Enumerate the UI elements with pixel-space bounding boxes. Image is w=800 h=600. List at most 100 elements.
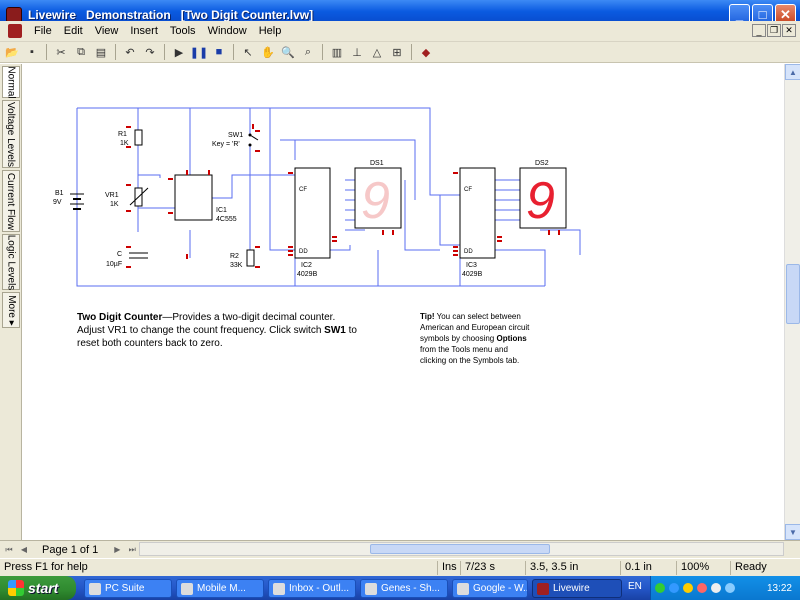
- last-page-icon[interactable]: ⏭: [128, 544, 136, 554]
- vertical-scrollbar[interactable]: ▲ ▼: [784, 64, 800, 540]
- hand-icon[interactable]: ✋: [261, 46, 275, 59]
- ic1-555[interactable]: [174, 174, 213, 221]
- tray-security-icon[interactable]: [683, 583, 693, 593]
- description-line2b: to change the count frequency. Click swi…: [127, 325, 325, 336]
- measure-icon[interactable]: ⊥: [352, 46, 362, 59]
- scroll-down-icon[interactable]: ▼: [785, 524, 800, 540]
- ic1-label: IC1: [216, 207, 227, 214]
- task-livewire[interactable]: Livewire: [532, 579, 622, 598]
- pointer-icon[interactable]: ↖: [243, 46, 253, 59]
- document-icon[interactable]: [8, 24, 22, 38]
- tray-volume-icon[interactable]: [711, 583, 721, 593]
- description-vr1: VR1: [107, 325, 128, 336]
- tab-normal[interactable]: Normal: [2, 66, 20, 98]
- menu-edit[interactable]: Edit: [63, 25, 83, 37]
- status-coords: 3.5, 3.5 in: [525, 561, 578, 575]
- graph-icon[interactable]: ▥: [331, 46, 343, 59]
- tab-voltage-levels[interactable]: Voltage Levels: [2, 100, 20, 168]
- undo-icon[interactable]: ↶: [125, 46, 135, 59]
- task-label: Genes - Sh...: [381, 583, 440, 594]
- status-zoom: 100%: [676, 561, 709, 575]
- tab-logic-levels[interactable]: Logic Levels: [2, 234, 20, 290]
- task-mobile[interactable]: Mobile M...: [176, 579, 264, 598]
- next-page-icon[interactable]: ▶: [114, 545, 121, 554]
- menu-window[interactable]: Window: [207, 25, 247, 37]
- task-pc-suite[interactable]: PC Suite: [84, 579, 172, 598]
- menu-help[interactable]: Help: [258, 25, 282, 37]
- task-genes[interactable]: Genes - Sh...: [360, 579, 448, 598]
- menu-tools[interactable]: Tools: [169, 25, 196, 37]
- save-icon[interactable]: ▪: [30, 46, 34, 58]
- window-title: Livewire Demonstration [Two Digit Counte…: [28, 7, 314, 22]
- pc-suite-icon: [89, 582, 101, 595]
- tab-current-flow[interactable]: Current Flow: [2, 170, 20, 232]
- switch-sw1[interactable]: [248, 133, 259, 147]
- open-icon[interactable]: 📂: [5, 46, 19, 59]
- toolbar-separator: [411, 44, 412, 60]
- toolbar-separator: [322, 44, 323, 60]
- mdi-close-button[interactable]: ✕: [782, 24, 796, 37]
- livewire-icon: [537, 582, 549, 595]
- menu-file[interactable]: File: [34, 25, 52, 37]
- horizontal-scrollbar[interactable]: [139, 542, 784, 556]
- schematic-canvas[interactable]: B1 9V R1 1K VR1 1K C 10µF IC1 4C555 SW1 …: [23, 64, 784, 540]
- menu-view[interactable]: View: [94, 25, 119, 37]
- task-google[interactable]: Google - W...: [452, 579, 528, 598]
- pause-icon[interactable]: ❚❚: [189, 46, 209, 59]
- task-label: Google - W...: [473, 583, 528, 594]
- paste-icon[interactable]: ▤: [95, 46, 107, 59]
- tip-line3: symbols by choosing: [420, 334, 497, 343]
- scroll-up-icon[interactable]: ▲: [785, 64, 800, 80]
- cut-icon[interactable]: ✂: [56, 46, 66, 59]
- tray-network-icon[interactable]: [655, 583, 665, 593]
- genes-icon: [365, 582, 377, 595]
- page-label: Page 1 of 1: [42, 543, 99, 556]
- tray-bluetooth-icon[interactable]: [669, 583, 679, 593]
- tray-display-icon[interactable]: [725, 583, 735, 593]
- capacitor-c[interactable]: [129, 252, 148, 259]
- description-line2c: to: [345, 325, 357, 336]
- ic3-counter[interactable]: [459, 167, 496, 259]
- r2-label: R2: [230, 253, 239, 260]
- description-line3: reset both counters back to zero.: [77, 338, 223, 349]
- toolbar-separator: [46, 44, 47, 60]
- livewire-tool-icon[interactable]: ◆: [421, 46, 431, 59]
- tray-antivirus-icon[interactable]: [697, 583, 707, 593]
- pan-icon[interactable]: △: [372, 46, 382, 59]
- circuit-schematic[interactable]: B1 9V R1 1K VR1 1K C 10µF IC1 4C555 SW1 …: [23, 64, 784, 540]
- b1-label: B1: [55, 190, 64, 197]
- task-inbox[interactable]: Inbox - Outl...: [268, 579, 356, 598]
- stop-icon[interactable]: ■: [215, 46, 223, 58]
- ds1-label: DS1: [370, 160, 384, 167]
- display-ds2[interactable]: [519, 167, 567, 229]
- resistor-r2[interactable]: [246, 249, 255, 267]
- language-indicator[interactable]: EN: [628, 581, 642, 592]
- outlook-icon: [273, 582, 285, 595]
- find-icon[interactable]: ⌕: [304, 45, 312, 58]
- first-page-icon[interactable]: ⏮: [5, 544, 13, 554]
- toolbar-separator: [115, 44, 116, 60]
- copy-icon[interactable]: ⧉: [77, 45, 85, 58]
- mdi-minimize-button[interactable]: _: [752, 24, 766, 37]
- status-state: Ready: [730, 561, 767, 575]
- ic2-cf-pin: CF: [299, 187, 307, 193]
- tray-clock[interactable]: 13:22: [766, 582, 792, 594]
- battery-b1[interactable]: [70, 193, 84, 210]
- start-button[interactable]: start: [0, 576, 76, 600]
- horizontal-scroll-thumb[interactable]: [370, 544, 550, 554]
- tip-line5: clicking on the Symbols tab.: [420, 356, 520, 365]
- ic2-counter[interactable]: [294, 167, 331, 259]
- tab-more[interactable]: More ▸: [2, 292, 20, 328]
- zoom-icon[interactable]: 🔍: [281, 46, 295, 59]
- redo-icon[interactable]: ↷: [145, 46, 155, 59]
- status-bar: Press F1 for help Ins 7/23 s 3.5, 3.5 in…: [0, 558, 800, 576]
- vertical-scroll-thumb[interactable]: [786, 264, 800, 324]
- resistor-r1[interactable]: [134, 129, 143, 146]
- r2-value: 33K: [230, 262, 243, 269]
- prev-page-icon[interactable]: ◀: [20, 545, 28, 554]
- display-ds1[interactable]: [354, 167, 402, 229]
- mdi-restore-button[interactable]: ❐: [767, 24, 781, 37]
- play-icon[interactable]: ▶: [174, 46, 184, 59]
- probe-icon[interactable]: ⊞: [392, 46, 402, 59]
- menu-insert[interactable]: Insert: [130, 25, 158, 37]
